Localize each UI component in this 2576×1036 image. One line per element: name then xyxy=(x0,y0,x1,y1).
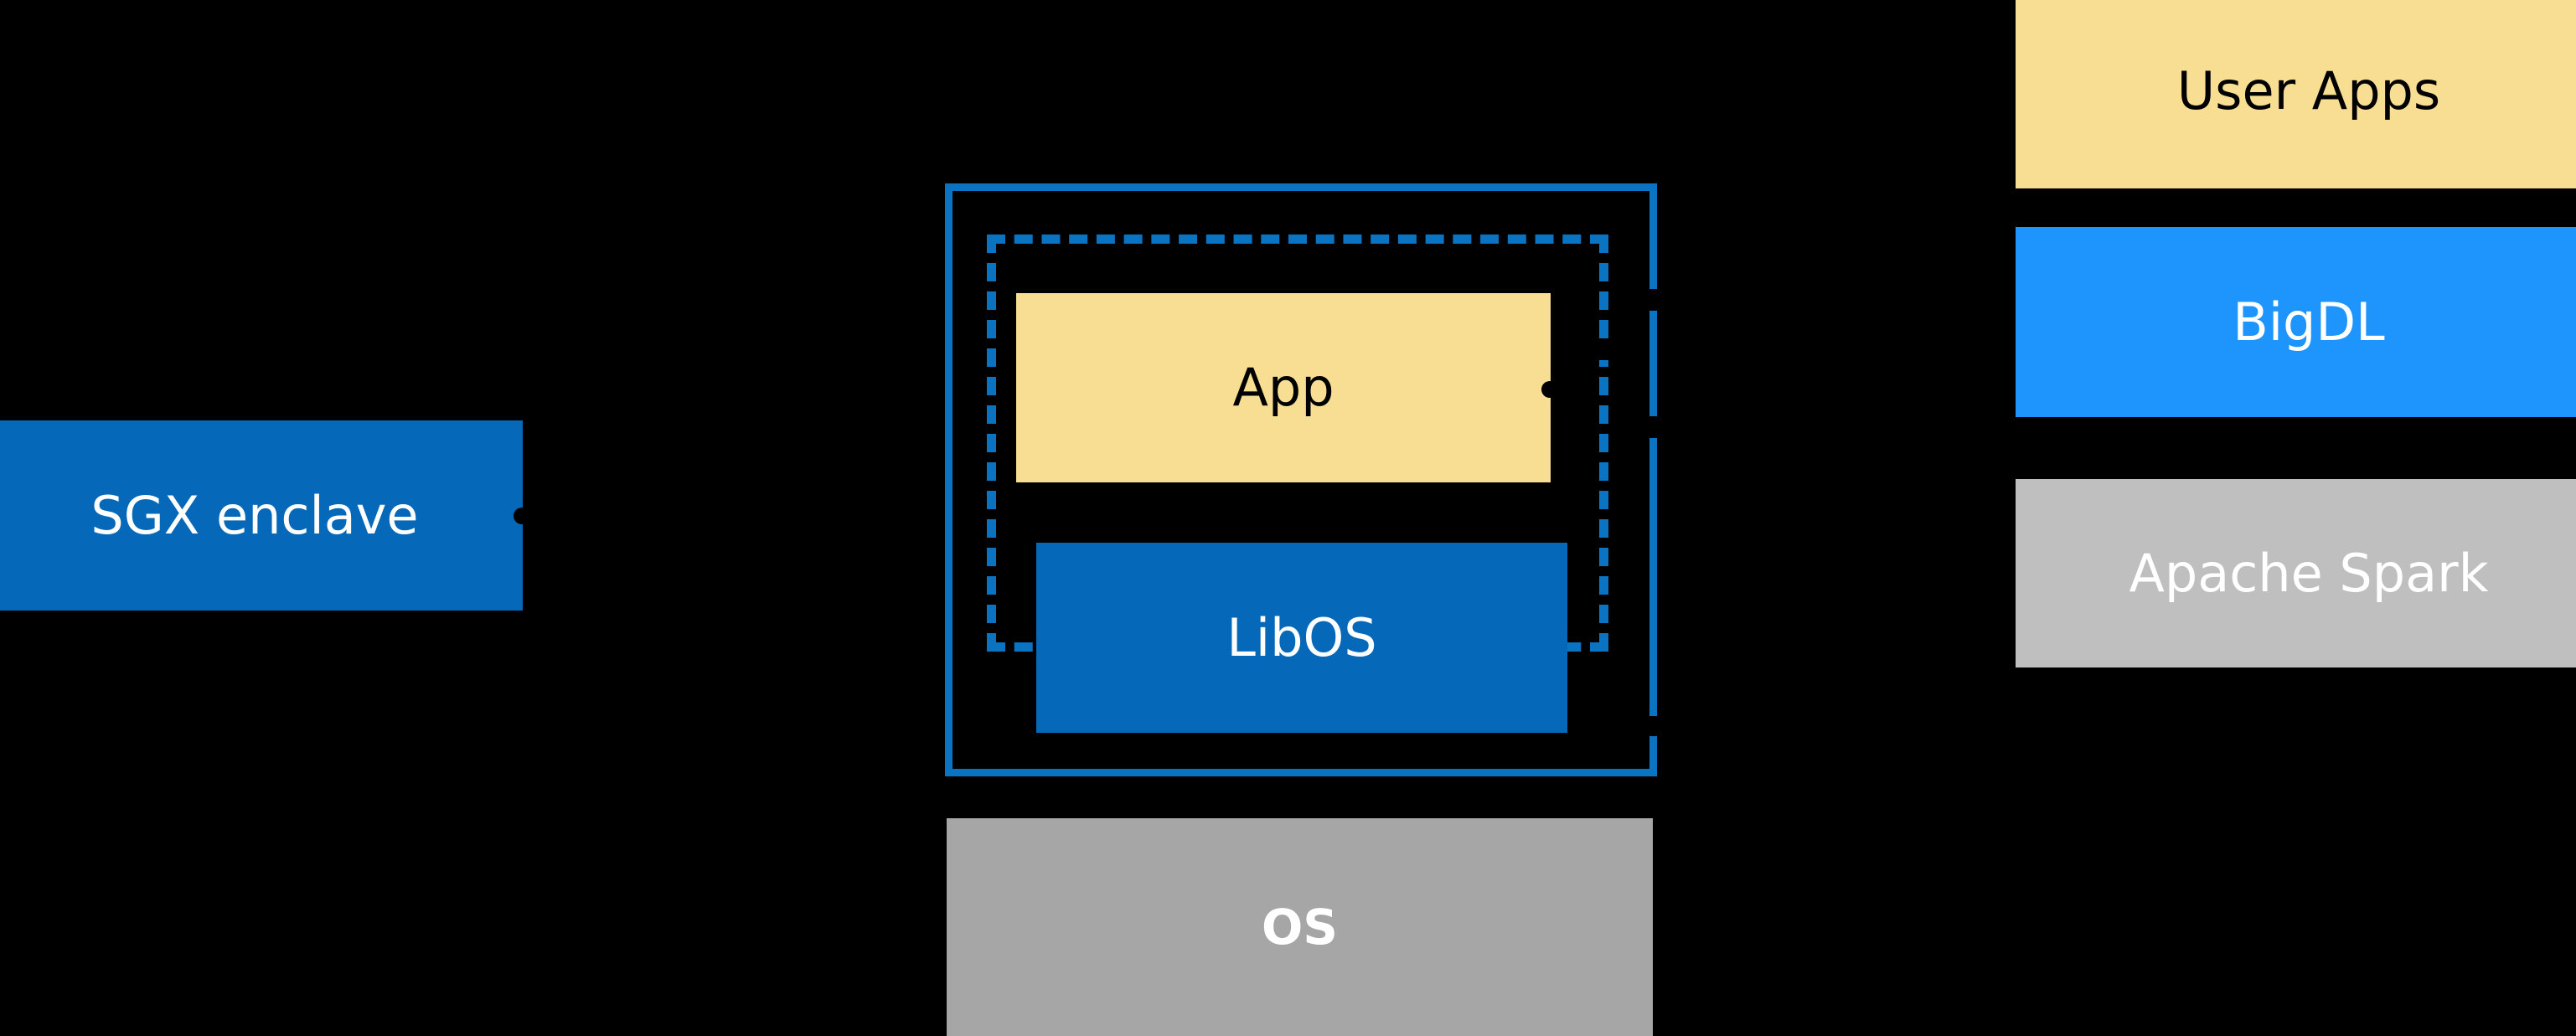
user-apps-box[interactable]: User Apps xyxy=(2016,0,2576,188)
app-connector-endpoint-dot xyxy=(1541,381,1558,398)
os-box[interactable]: OS xyxy=(947,818,1653,1036)
enclave-boundary-outline xyxy=(945,183,1657,776)
app-label: App xyxy=(1232,357,1334,419)
bigdl-label: BigDL xyxy=(2233,291,2385,353)
libos-label: LibOS xyxy=(1226,606,1377,668)
user-apps-label: User Apps xyxy=(2176,59,2441,121)
sgx-enclave-label: SGX enclave xyxy=(90,484,419,546)
libos-box[interactable]: LibOS xyxy=(1036,543,1567,733)
bigdl-box[interactable]: BigDL xyxy=(2016,227,2576,417)
apache-spark-box[interactable]: Apache Spark xyxy=(2016,479,2576,667)
sgx-enclave-box[interactable]: SGX enclave xyxy=(0,420,523,611)
apache-spark-label: Apache Spark xyxy=(2129,542,2489,604)
sgx-connector-endpoint-dot xyxy=(514,508,530,524)
app-box[interactable]: App xyxy=(1016,293,1551,482)
os-label: OS xyxy=(1261,898,1339,956)
